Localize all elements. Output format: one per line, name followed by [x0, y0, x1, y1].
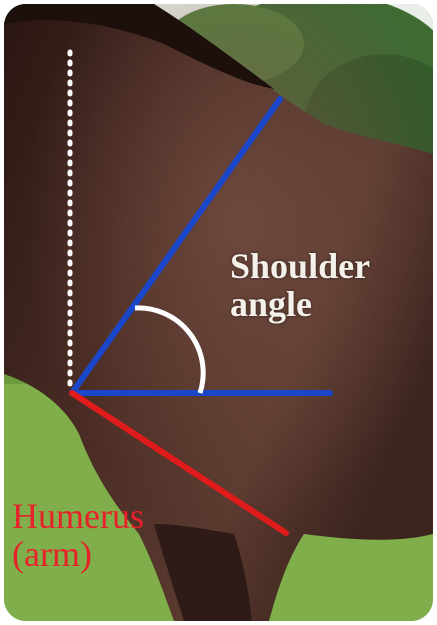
- shoulder-label-line2: angle: [230, 286, 370, 324]
- humerus-label-line1: Humerus: [12, 498, 144, 536]
- photo-frame: Shoulder angle Humerus (arm): [4, 4, 433, 621]
- shoulder-angle-label: Shoulder angle: [230, 248, 370, 324]
- humerus-label: Humerus (arm): [12, 498, 144, 574]
- shoulder-label-line1: Shoulder: [230, 248, 370, 286]
- humerus-label-line2: (arm): [12, 536, 144, 574]
